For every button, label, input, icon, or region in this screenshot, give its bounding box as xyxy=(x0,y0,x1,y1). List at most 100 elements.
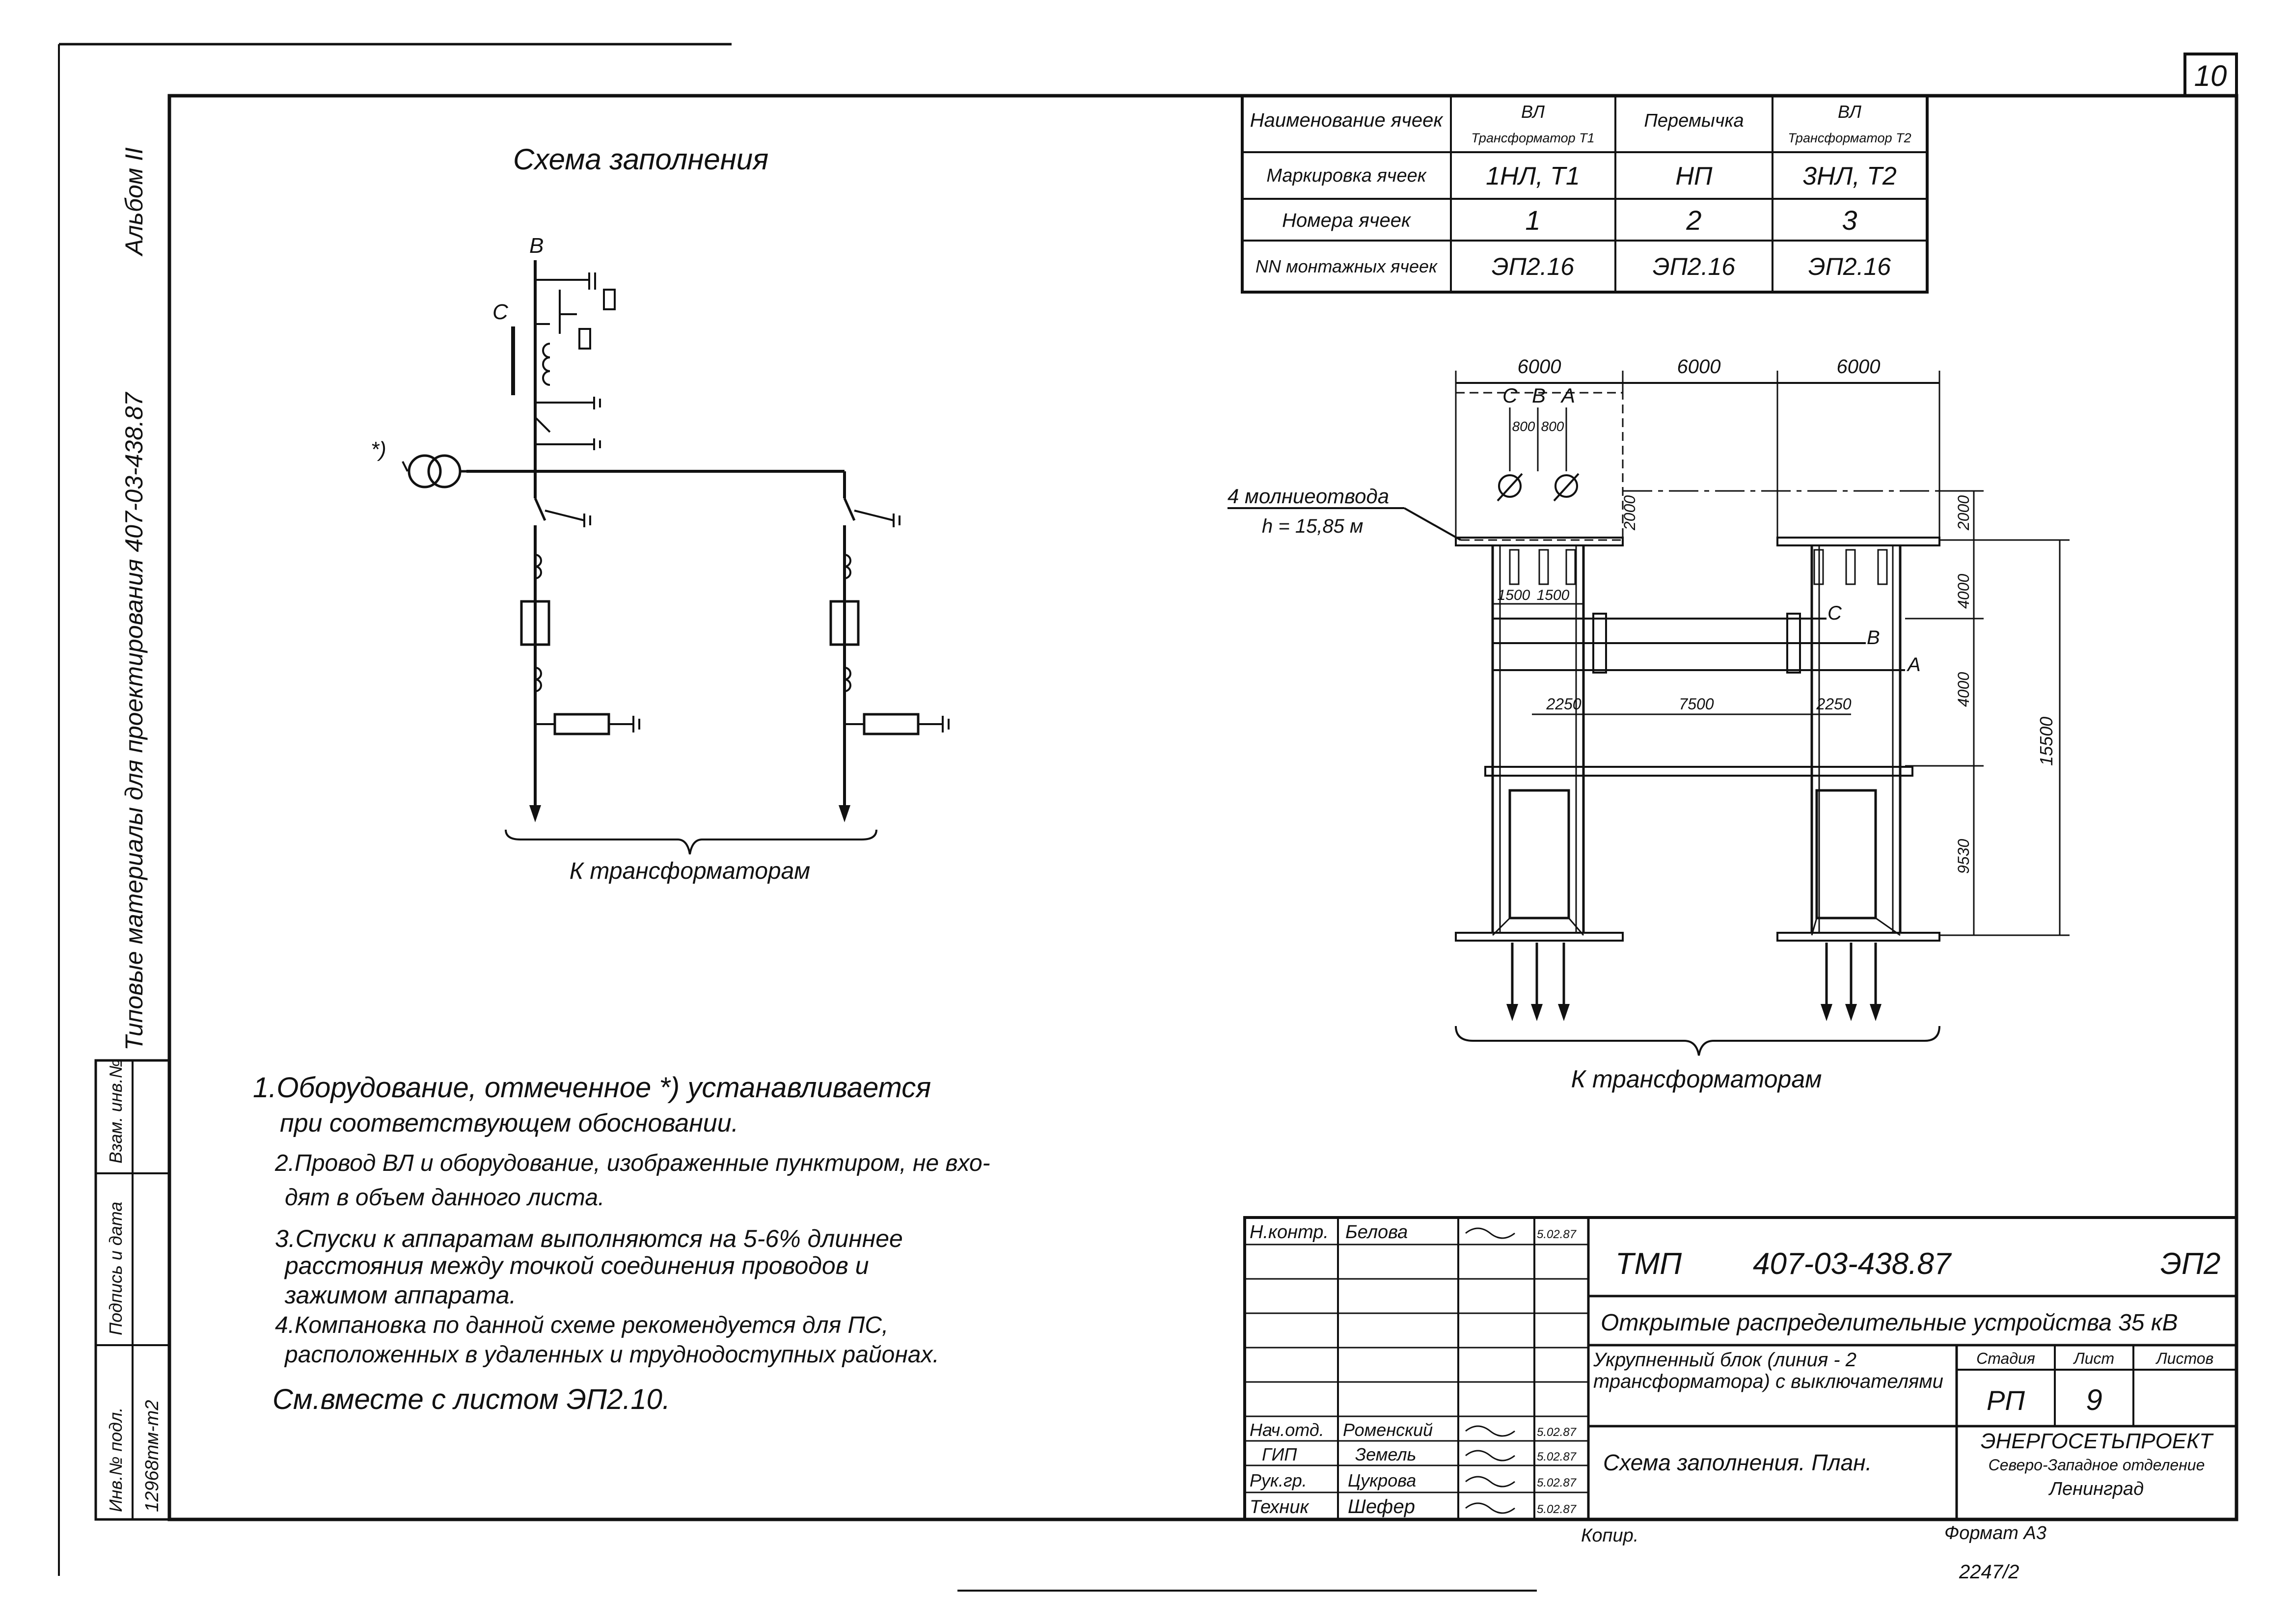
transformer-symbol xyxy=(408,454,442,488)
cells-cell-sub: Трансформатор Т2 xyxy=(1788,131,1911,145)
notes: 1.Оборудование, отмеченное *) устанавлив… xyxy=(253,1072,990,1415)
cells-row-header: Наименование ячеек xyxy=(1250,109,1444,131)
cells-row-header: NN монтажных ячеек xyxy=(1255,256,1438,276)
note-line: зажимом аппарата. xyxy=(284,1281,516,1309)
cells-row-header: Номера ячеек xyxy=(1282,210,1412,231)
side-inv-label: Инв.№ подл. xyxy=(106,1407,126,1512)
album-series: Типовые материалы для проектирования 407… xyxy=(120,391,148,1051)
plan-phase-right: А xyxy=(1907,654,1921,676)
cells-cell: Перемычка xyxy=(1644,110,1744,131)
plan-dim-right: 4000 xyxy=(1955,574,1972,609)
sheet-number: 10 xyxy=(2194,59,2227,92)
order-number: 2247/2 xyxy=(1959,1561,2019,1583)
album-label: Альбом II xyxy=(120,147,148,257)
cells-cell: 3 xyxy=(1842,205,1857,236)
plan-phase-right: С xyxy=(1827,602,1842,624)
plan-dim-right: 15500 xyxy=(2036,717,2056,766)
cells-cell: 1 xyxy=(1525,205,1540,236)
stamp-block-title: Укрупненный блок (линия - 2 трансформато… xyxy=(1593,1349,1943,1392)
note-line: при соответствующем обосновании. xyxy=(280,1109,738,1137)
cells-cell-sub: Трансформатор Т1 xyxy=(1471,131,1594,145)
plan-dim-right: 4000 xyxy=(1955,672,1972,707)
format-label: Формат А3 xyxy=(1944,1523,2046,1543)
copied-label: Копир. xyxy=(1581,1525,1638,1546)
single-line-scheme: Схема заполнения В С *) xyxy=(371,143,950,884)
cells-cell: 3НЛ, Т2 xyxy=(1802,162,1897,190)
plan-dim-right: 2000 xyxy=(1621,495,1638,531)
plan-drawing: 6000 6000 6000 С В А 800 800 4 молниеотв… xyxy=(1227,356,2070,1093)
stamp-sheet: 9 xyxy=(2086,1383,2102,1416)
plan-dim-top: 6000 xyxy=(1837,356,1881,378)
note-line: расположенных в удаленных и труднодоступ… xyxy=(284,1342,939,1368)
cells-cell: ВЛ xyxy=(1521,102,1545,122)
note-line: 2.Провод ВЛ и оборудование, изображенные… xyxy=(274,1150,990,1176)
stamp-date: 5.02.87 xyxy=(1537,1228,1577,1241)
side-inv-value: 12968тм-т2 xyxy=(142,1400,163,1512)
plan-dim-top: 6000 xyxy=(1518,356,1561,378)
stamp-name: Роменский xyxy=(1343,1420,1433,1440)
stamp-role: Рук.гр. xyxy=(1250,1470,1307,1490)
stamp-org-name: ЭНЕРГОСЕТЬПРОЕКТ xyxy=(1981,1429,2214,1453)
side-replace-label: Взам. инв.№ xyxy=(106,1059,126,1164)
cells-cell: ЭП2.16 xyxy=(1808,253,1891,280)
scheme-caption: К трансформаторам xyxy=(570,858,810,884)
stamp-role: Техник xyxy=(1250,1497,1309,1517)
plan-small-dim: 2250 xyxy=(1816,695,1851,713)
plan-phase-label: В xyxy=(1532,384,1546,407)
plan-small-dim: 1500 xyxy=(1498,587,1530,603)
side-sign-label: Подпись и дата xyxy=(106,1202,126,1335)
cells-row-header: Маркировка ячеек xyxy=(1266,165,1427,186)
plan-small-dim: 800 xyxy=(1541,419,1564,434)
note-line: расстояния между точкой соединения прово… xyxy=(284,1252,869,1279)
stamp-name: Цукрова xyxy=(1348,1470,1416,1490)
stamp-date: 5.02.87 xyxy=(1537,1450,1577,1463)
plan-dim-right: 2000 xyxy=(1955,495,1972,531)
plan-phase-label: С xyxy=(1502,384,1518,407)
stamp-sheet-header: Лист xyxy=(2073,1350,2114,1367)
plan-caption: К трансформаторам xyxy=(1571,1065,1822,1093)
sheet-frame: 10 xyxy=(58,43,2238,1592)
stamp-code-prefix: ТМП xyxy=(1615,1247,1682,1281)
bus-label-b: В xyxy=(529,234,544,258)
stamp-stage-header: Стадия xyxy=(1976,1350,2035,1367)
plan-small-dim: 800 xyxy=(1512,419,1535,434)
note-line: См.вместе с листом ЭП2.10. xyxy=(273,1383,670,1415)
cells-cell: ЭП2.16 xyxy=(1653,253,1735,280)
asterisk-mark: *) xyxy=(371,437,386,461)
scheme-title: Схема заполнения xyxy=(513,143,768,176)
stamp-name: Шефер xyxy=(1348,1496,1415,1517)
lightning-note: 4 молниеотвода xyxy=(1227,485,1389,508)
plan-phase-right: В xyxy=(1867,627,1880,649)
stamp-role: Нач.отд. xyxy=(1250,1420,1324,1440)
stamp-object-title: Открытые распределительные устройства 35… xyxy=(1601,1310,2178,1336)
stamp-name: Земель xyxy=(1355,1444,1416,1464)
cells-cell: 1НЛ, Т1 xyxy=(1486,162,1580,190)
stamp-code: 407-03-438.87 xyxy=(1753,1247,1952,1281)
album-side-title: Типовые материалы для проектирования 407… xyxy=(120,147,148,1051)
side-stamp: Взам. инв.№ Подпись и дата Инв.№ подл. 1… xyxy=(94,1059,171,1521)
plan-dim-top: 6000 xyxy=(1677,356,1721,378)
cells-cell: 2 xyxy=(1686,205,1701,236)
stamp-date: 5.02.87 xyxy=(1537,1426,1577,1439)
title-block: Н.контр. Белова 5.02.87 Нач.отд. Роменск… xyxy=(1243,1216,2238,1521)
note-line: 4.Компановка по данной схеме рекомендует… xyxy=(275,1312,888,1338)
cells-table: Наименование ячеек ВЛ Трансформатор Т1 П… xyxy=(1241,94,1929,294)
stamp-role: ГИП xyxy=(1262,1444,1297,1464)
stamp-sheets-header: Листов xyxy=(2155,1350,2214,1367)
plan-small-dim: 1500 xyxy=(1537,587,1570,603)
scheme-branch-left xyxy=(520,471,640,822)
bus-label-c: С xyxy=(492,300,509,324)
cells-cell: ВЛ xyxy=(1838,102,1861,122)
note-line: дят в объем данного листа. xyxy=(285,1185,604,1211)
stamp-date: 5.02.87 xyxy=(1537,1503,1577,1516)
scheme-branch-right xyxy=(829,471,950,822)
stamp-role: Н.контр. xyxy=(1250,1222,1329,1243)
stamp-stage: РП xyxy=(1987,1385,2025,1416)
plan-small-dim: 7500 xyxy=(1679,695,1714,713)
note-line: 1.Оборудование, отмеченное *) устанавлив… xyxy=(253,1072,931,1104)
stamp-drawing-title: Схема заполнения. План. xyxy=(1603,1450,1872,1475)
stamp-date: 5.02.87 xyxy=(1537,1476,1577,1489)
lightning-height: h = 15,85 м xyxy=(1262,515,1363,537)
cells-cell: ЭП2.16 xyxy=(1492,253,1574,280)
